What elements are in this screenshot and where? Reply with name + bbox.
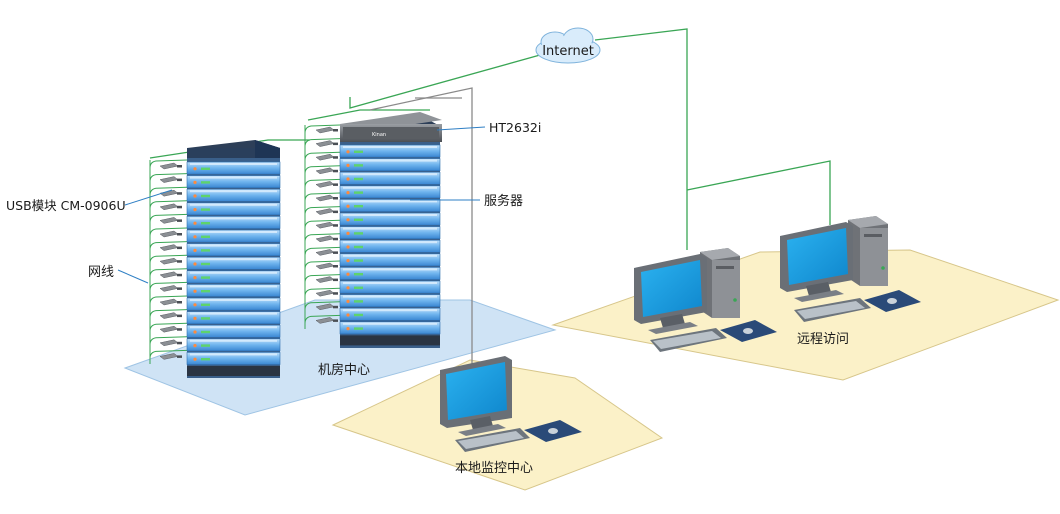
machine-room-floor	[123, 299, 557, 416]
server-unit	[339, 280, 441, 294]
server-unit	[186, 270, 281, 284]
kvm-label: HT2632i	[489, 120, 541, 135]
server-unit	[339, 185, 441, 199]
servers-label: 服务器	[484, 193, 523, 209]
server-unit	[186, 243, 281, 257]
server-unit	[186, 256, 281, 270]
usb-module-icon	[315, 140, 338, 147]
cloud-icon	[535, 27, 601, 64]
cable-loop-group	[149, 124, 341, 364]
mouse-pad-icon	[524, 420, 582, 442]
server-unit	[186, 352, 281, 365]
kvm-brand: Kinan	[372, 132, 386, 138]
server-unit	[339, 144, 441, 158]
usb-module-icon	[159, 162, 182, 170]
usb-module-icon	[159, 244, 182, 251]
keyboard-icon	[455, 428, 530, 452]
usb-module-icon	[315, 153, 338, 161]
mouse-pad-icon	[720, 320, 777, 342]
mouse-pad-icon	[864, 290, 921, 312]
usb-module-label: USB模块 CM-0906U	[6, 198, 126, 213]
server-unit	[339, 226, 441, 240]
monitor-icon	[780, 222, 853, 302]
usb-module-icon	[159, 339, 182, 347]
server-rack-icon	[186, 140, 281, 378]
remote-access-label: 远程访问	[797, 332, 849, 347]
server-unit	[186, 284, 281, 297]
usb-module-icon	[159, 353, 182, 360]
server-unit	[339, 212, 441, 226]
server-unit	[186, 188, 281, 202]
pc-tower-icon	[848, 216, 888, 286]
kvm-video-cable	[369, 87, 473, 372]
usb-module-icon	[159, 257, 182, 265]
usb-module-icon	[315, 289, 338, 297]
internet-trunk-line	[349, 54, 541, 109]
network-cable-label: 网线	[88, 265, 114, 280]
server-unit	[186, 175, 281, 189]
usb-module-icon	[315, 235, 338, 243]
usb-module-icon	[315, 208, 338, 215]
usb-module-icon	[315, 126, 338, 134]
callout-lines	[117, 126, 486, 284]
remote-workstation-1	[634, 248, 777, 352]
usb-module-icon	[315, 262, 338, 270]
server-unit	[186, 216, 281, 229]
usb-module-group	[159, 126, 338, 360]
server-unit	[339, 253, 441, 267]
server-unit	[186, 311, 281, 325]
usb-module-icon	[159, 325, 182, 333]
server-unit	[186, 338, 281, 352]
kvm-switch-icon: Kinan	[340, 112, 442, 142]
keyboard-icon	[650, 328, 727, 352]
server-unit	[339, 239, 441, 253]
server-unit	[186, 161, 281, 175]
monitor-icon	[634, 254, 707, 334]
server-unit	[339, 199, 441, 212]
usb-module-icon	[315, 181, 338, 188]
machine-room-label: 机房中心	[318, 362, 370, 378]
usb-module-icon	[315, 249, 338, 256]
internet-label: Internet	[542, 44, 594, 59]
usb-module-icon	[315, 303, 338, 311]
server-unit	[339, 294, 441, 308]
server-rack-icon	[339, 118, 441, 348]
server-unit	[339, 158, 441, 172]
server-unit	[186, 324, 281, 338]
server-unit	[339, 171, 441, 185]
remote-workstation-2	[780, 216, 921, 322]
usb-module-icon	[315, 276, 338, 283]
usb-module-icon	[159, 203, 182, 211]
monitor-icon	[446, 362, 507, 420]
server-unit	[186, 202, 281, 216]
server-unit	[339, 321, 441, 335]
usb-module-icon	[315, 167, 338, 175]
keyboard-icon	[794, 298, 871, 322]
rack2-top-cable	[307, 109, 430, 121]
pc-tower-icon	[700, 248, 740, 318]
usb-module-icon	[315, 221, 338, 229]
usb-module-icon	[315, 317, 338, 324]
usb-module-icon	[159, 285, 182, 292]
usb-module-icon	[159, 271, 182, 279]
server-unit	[339, 307, 441, 321]
local-workstation	[440, 356, 582, 452]
usb-module-icon	[159, 217, 182, 224]
server-unit	[339, 267, 441, 280]
usb-module-icon	[159, 230, 182, 238]
remote-branch-line	[686, 160, 831, 225]
server-unit	[186, 297, 281, 311]
usb-module-icon	[159, 298, 182, 306]
usb-module-icon	[159, 312, 182, 319]
usb-module-icon	[159, 176, 182, 183]
server-unit	[186, 229, 281, 243]
usb-module-icon	[315, 194, 338, 202]
local-monitor-label: 本地监控中心	[455, 461, 533, 476]
internet-to-remote-line	[594, 28, 688, 250]
